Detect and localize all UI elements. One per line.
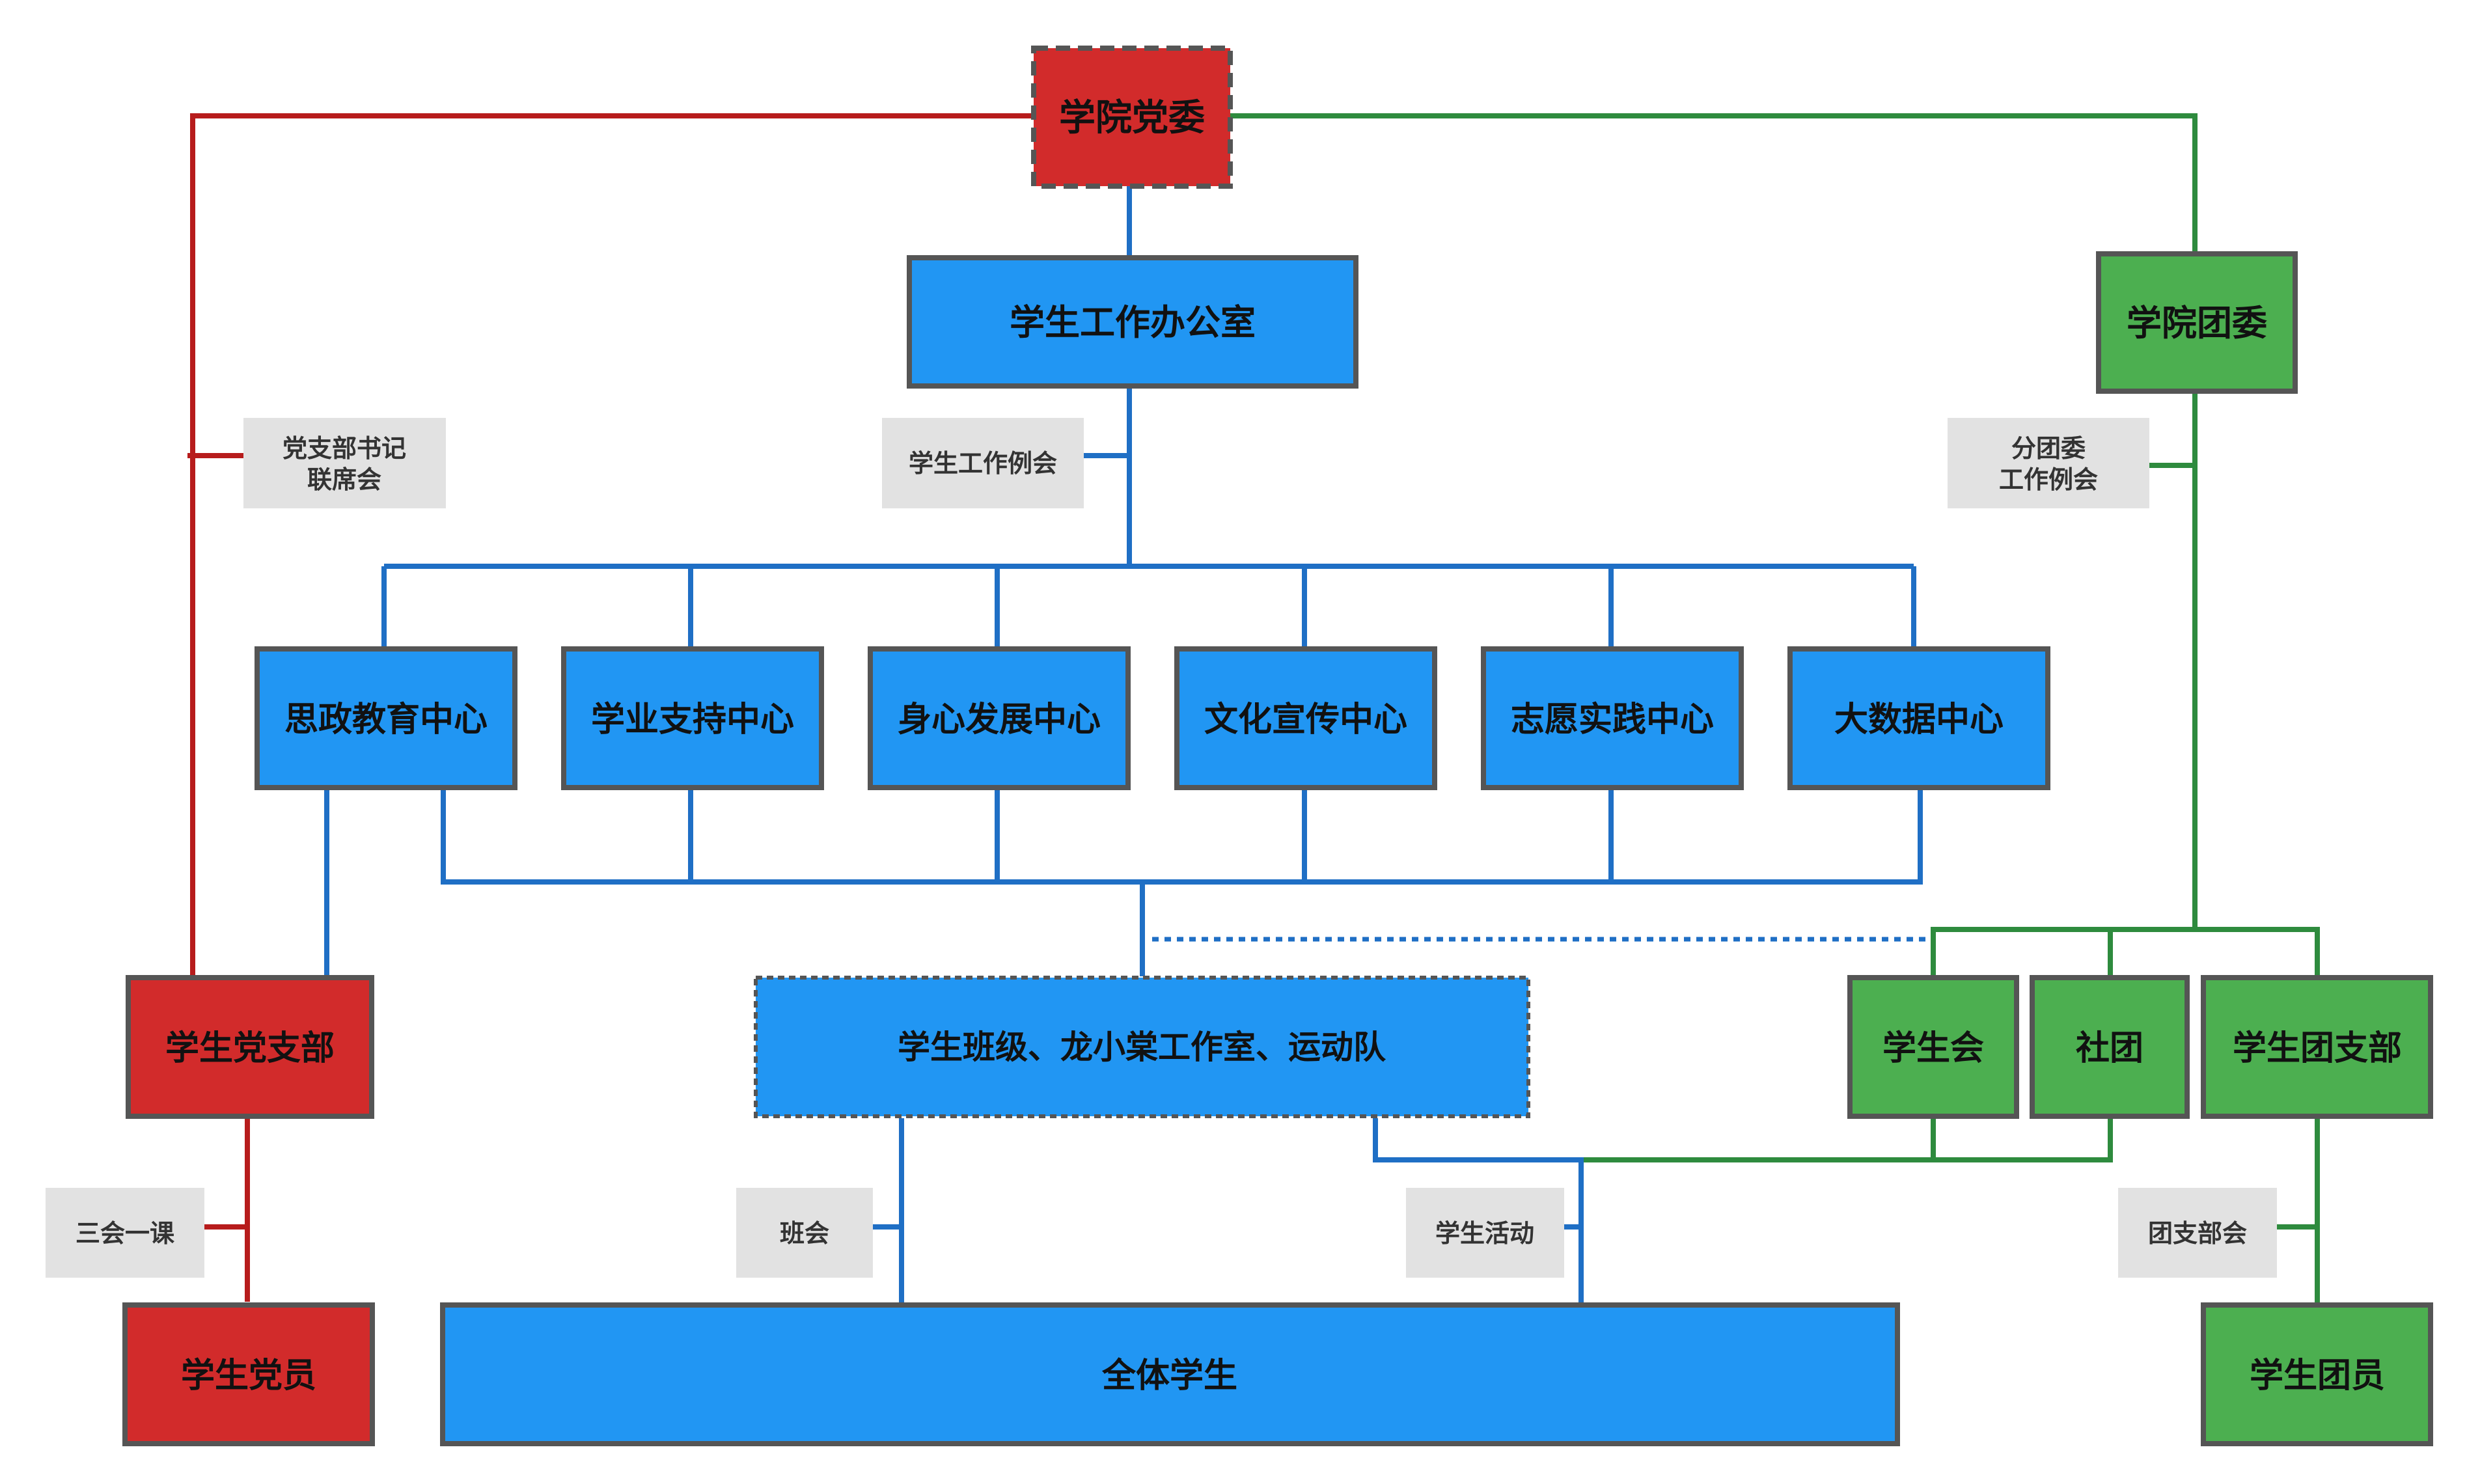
node-center-culture: 文化宣传中心 xyxy=(1204,700,1407,739)
tag-branch-secretaries-line2: 联席会 xyxy=(307,465,381,494)
node-league-members: 学生团员 xyxy=(2250,1356,2385,1395)
tag-league-branch-meeting: 团支部会 xyxy=(2148,1219,2247,1248)
node-party-members: 学生党员 xyxy=(181,1356,316,1395)
node-center-academic: 学业支持中心 xyxy=(591,700,794,739)
nodes: 学院党委 学生工作办公室 学院团委 思政教育中心 学业支持中心 身心发展中心 文… xyxy=(122,46,2433,1446)
tag-sub-league-line1: 分团委 xyxy=(2011,434,2086,463)
tag-class-meeting: 班会 xyxy=(780,1219,829,1248)
tag-three-meetings: 三会一课 xyxy=(76,1219,174,1248)
node-student-affairs-office: 学生工作办公室 xyxy=(1010,302,1256,343)
tag-work-meeting-bg xyxy=(882,418,1084,508)
tag-sub-league-line2: 工作例会 xyxy=(1999,465,2098,494)
node-college-youth-league-box[interactable] xyxy=(2096,251,2298,394)
node-center-culture-box[interactable] xyxy=(1174,646,1437,790)
node-student-party-branch: 学生党支部 xyxy=(165,1029,335,1068)
node-classes-studio-team: 学生班级、龙小棠工作室、运动队 xyxy=(898,1028,1386,1066)
line-centers-bottom-bus xyxy=(441,788,1923,885)
line-party-to-branch xyxy=(190,113,1032,976)
node-college-party-committee-box[interactable] xyxy=(1031,46,1233,189)
meeting-tags: 党支部书记 联席会 学生工作例会 分团委 工作例会 三会一课 班会 学生活动 团… xyxy=(46,418,2277,1278)
node-student-union-box[interactable] xyxy=(1847,975,2019,1119)
node-center-ideology-box[interactable] xyxy=(255,646,517,790)
line-student-activities xyxy=(1373,1118,1584,1305)
tag-branch-secretaries-bg xyxy=(243,418,446,508)
tag-class-meeting-bg xyxy=(736,1188,873,1278)
tag-three-meetings-bg xyxy=(46,1188,204,1278)
node-center-wellbeing-box[interactable] xyxy=(868,646,1131,790)
tag-sub-league-bg xyxy=(1948,418,2149,508)
node-college-party-committee: 学院党委 xyxy=(1059,97,1205,139)
node-center-academic-box[interactable] xyxy=(561,646,824,790)
node-clubs: 社团 xyxy=(2076,1029,2143,1068)
connectors xyxy=(187,113,2320,1305)
line-party-to-league xyxy=(1227,113,2198,253)
node-all-students-box[interactable] xyxy=(440,1302,1900,1446)
node-student-union: 学生会 xyxy=(1882,1029,1984,1068)
node-center-volunteer: 志愿实践中心 xyxy=(1511,700,1714,739)
node-all-students: 全体学生 xyxy=(1101,1356,1237,1395)
node-student-party-branch-box[interactable] xyxy=(126,975,374,1119)
node-league-branch-box[interactable] xyxy=(2201,975,2433,1119)
tag-work-meeting: 学生工作例会 xyxy=(909,449,1057,478)
tag-league-branch-meeting-bg xyxy=(2118,1188,2277,1278)
line-union-clubs-join xyxy=(1931,1116,2113,1162)
node-student-affairs-office-box[interactable] xyxy=(907,255,1358,389)
node-league-branch: 学生团支部 xyxy=(2233,1029,2402,1068)
tag-student-activities: 学生活动 xyxy=(1435,1219,1534,1248)
node-center-volunteer-box[interactable] xyxy=(1481,646,1744,790)
node-clubs-box[interactable] xyxy=(2030,975,2190,1119)
tag-branch-secretaries-line1: 党支部书记 xyxy=(283,434,406,463)
node-center-wellbeing: 身心发展中心 xyxy=(898,700,1101,739)
line-league-bus xyxy=(1931,927,2320,976)
node-college-youth-league: 学院团委 xyxy=(2127,303,2267,344)
node-classes-studio-team-box[interactable] xyxy=(754,976,1530,1118)
node-league-members-box[interactable] xyxy=(2201,1302,2433,1446)
node-party-members-box[interactable] xyxy=(122,1302,375,1446)
node-center-bigdata: 大数据中心 xyxy=(1834,700,2004,739)
node-center-bigdata-box[interactable] xyxy=(1787,646,2050,790)
node-center-ideology: 思政教育中心 xyxy=(284,700,488,739)
tag-student-activities-bg xyxy=(1406,1188,1564,1278)
